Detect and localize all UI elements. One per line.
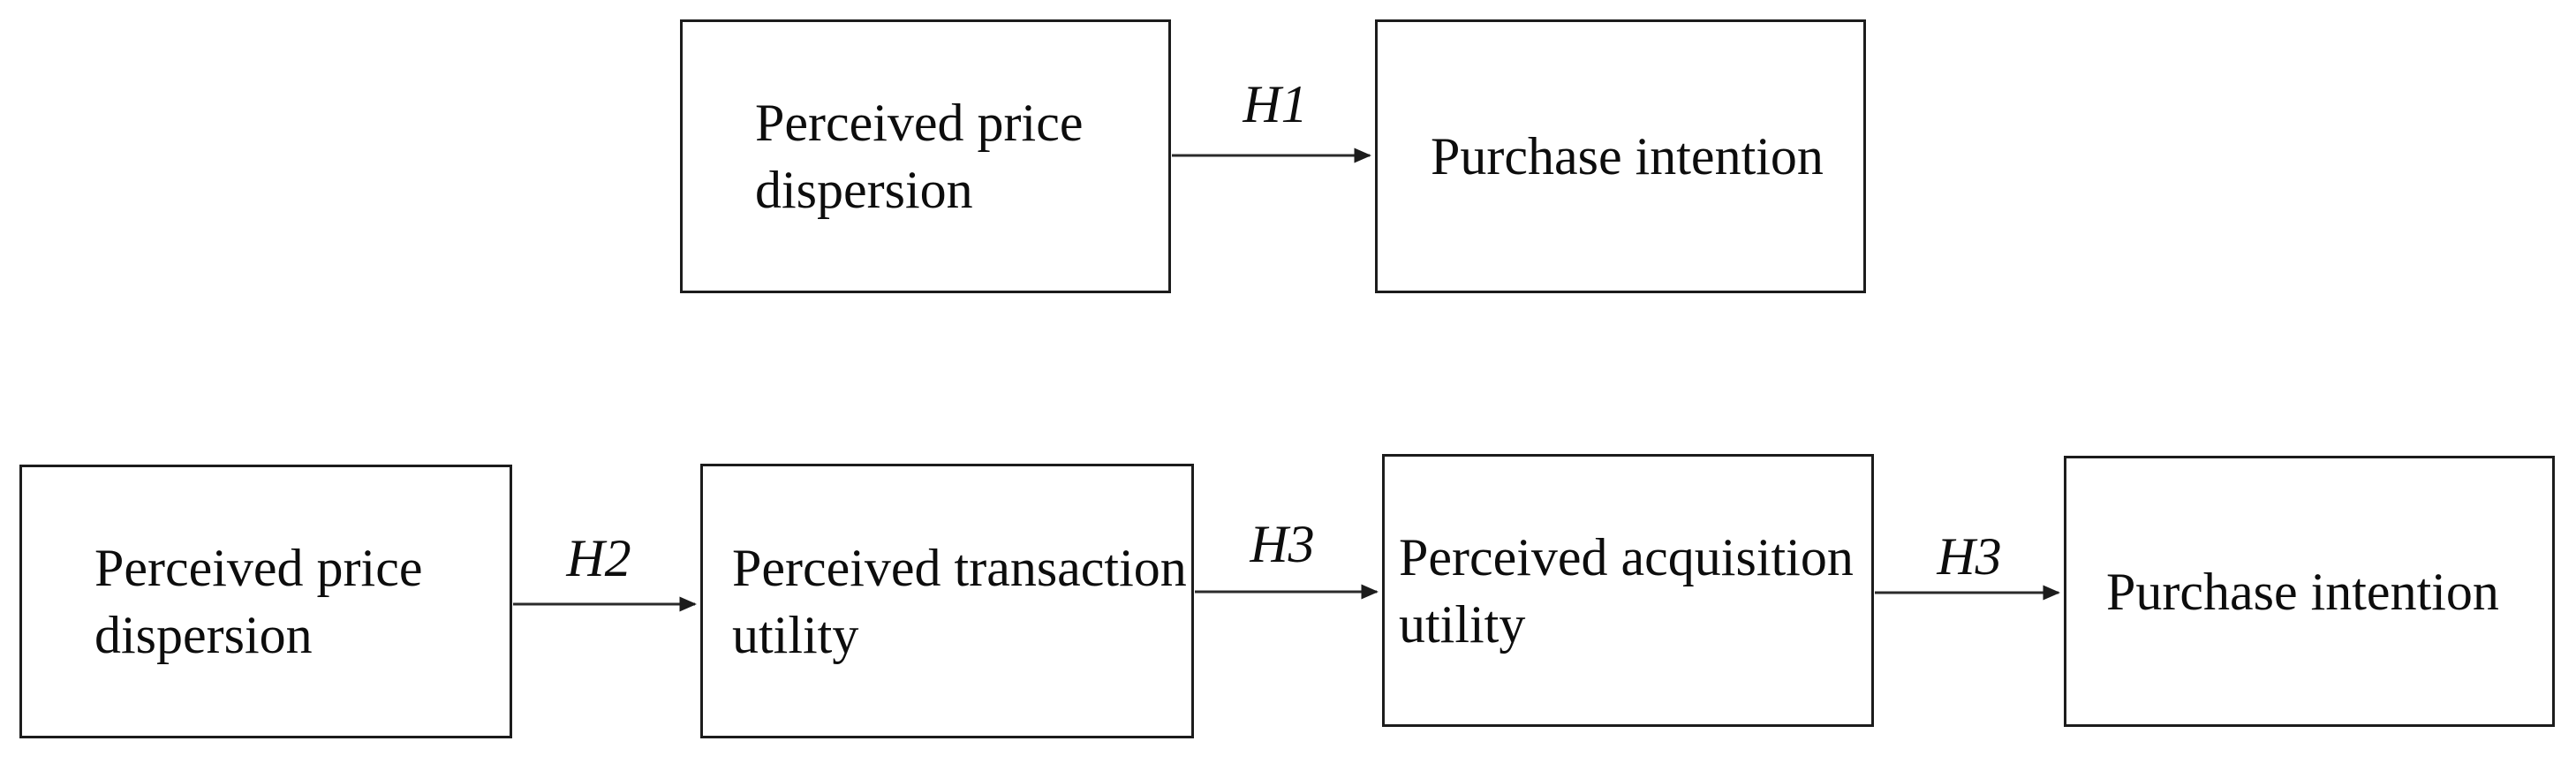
node-label-line: utility <box>732 605 859 664</box>
node-perceived-price-dispersion-top: Perceived price dispersion <box>680 19 1171 293</box>
node-label-line: dispersion <box>755 161 973 219</box>
hypothesis-label-h3-second: H3 <box>1937 527 2002 586</box>
node-label-line: dispersion <box>94 606 313 664</box>
hypothesis-label-h3-first: H3 <box>1250 515 1315 573</box>
node-label-line: utility <box>1399 594 1526 654</box>
node-label-line: Perceived price <box>755 94 1084 152</box>
node-perceived-transaction-utility: Perceived transaction utility <box>700 464 1194 738</box>
node-purchase-intention-bottom: Purchase intention <box>2064 456 2555 727</box>
node-label-line: Perceived transaction <box>732 538 1187 597</box>
hypothesis-label-h1: H1 <box>1243 75 1308 133</box>
hypothesis-label-h2: H2 <box>566 529 631 587</box>
node-label-line: Perceived price <box>94 539 423 597</box>
node-purchase-intention-top: Purchase intention <box>1375 19 1866 293</box>
node-label-line: Perceived acquisition <box>1399 527 1854 586</box>
node-perceived-acquisition-utility: Perceived acquisition utility <box>1382 454 1874 727</box>
node-perceived-price-dispersion-bottom: Perceived price dispersion <box>19 465 512 738</box>
node-label-line: Purchase intention <box>1431 127 1824 185</box>
node-label-line: Purchase intention <box>2106 562 2499 621</box>
